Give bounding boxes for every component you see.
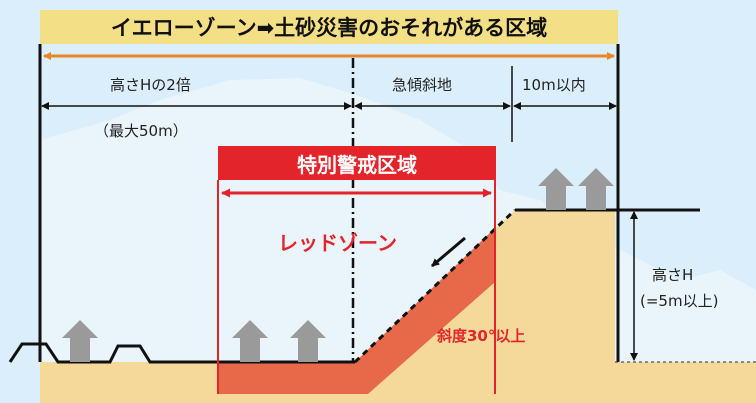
house-icon [62, 320, 98, 362]
slope-angle-label: 斜度30°以上 [437, 327, 526, 345]
red-zone-label: レッドゾーン [278, 231, 397, 255]
within-10m-label: 10m以内 [522, 76, 586, 94]
five-m-label: (=5m以上) [640, 292, 719, 310]
house-icon [538, 168, 574, 210]
slope-red-band [355, 228, 495, 394]
house-icon [290, 320, 326, 362]
landslide-arrow [431, 236, 466, 268]
max-50m-label: （最大50m） [94, 122, 188, 140]
house-icon [578, 168, 614, 210]
yellow-zone-title: イエローゾーン➡土砂災害のおそれがある区域 [40, 10, 618, 44]
red-zone-ground [218, 362, 368, 394]
height-h-label: 高さH [652, 266, 694, 284]
special-zone-label: 特別警戒区域 [218, 146, 496, 180]
house-icon [232, 320, 268, 362]
ground [40, 210, 756, 403]
terrain-line [8, 342, 355, 364]
slope-line [353, 208, 517, 364]
steep-slope-label: 急傾斜地 [392, 76, 453, 94]
double-height-label: 高さHの2倍 [110, 76, 191, 94]
